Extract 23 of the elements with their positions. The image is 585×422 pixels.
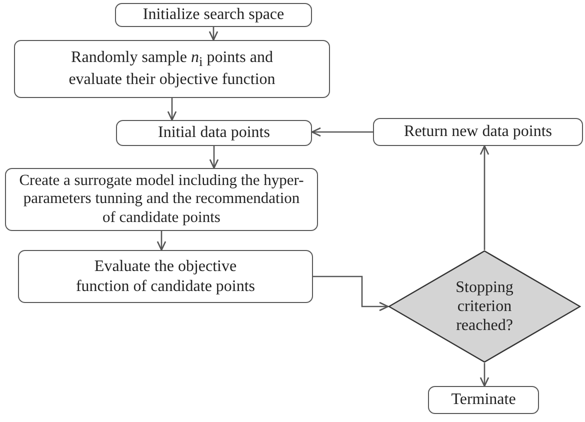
arrow	[209, 146, 219, 169]
arrow	[480, 145, 490, 250]
box-text: Return new data points	[404, 122, 552, 142]
process-box	[116, 120, 312, 146]
process-box	[14, 40, 330, 98]
arrow	[156, 231, 166, 251]
decision-text: Stopping criterion reached?	[454, 278, 514, 336]
box-text: Randomly sample n$_{i}$ points and evaluate their objective function	[68, 48, 276, 90]
box-text: Evaluate the objective function of candidate points	[74, 257, 256, 296]
arrow	[208, 27, 218, 41]
box-text: Initialize search space	[142, 5, 284, 25]
arrow	[480, 363, 490, 387]
arrow	[311, 127, 373, 137]
box-text: Create a surrogate model including the hyper-parameters tunning and the recommendation of candidate points	[18, 172, 305, 228]
process-box	[18, 250, 313, 303]
box-text: Initial data points	[158, 123, 270, 143]
process-box	[373, 118, 583, 146]
box-text: Terminate	[451, 390, 516, 410]
process-box	[428, 386, 539, 414]
process-box	[5, 168, 318, 231]
arrow	[313, 276, 389, 312]
process-box	[115, 3, 312, 27]
arrow	[167, 98, 177, 121]
